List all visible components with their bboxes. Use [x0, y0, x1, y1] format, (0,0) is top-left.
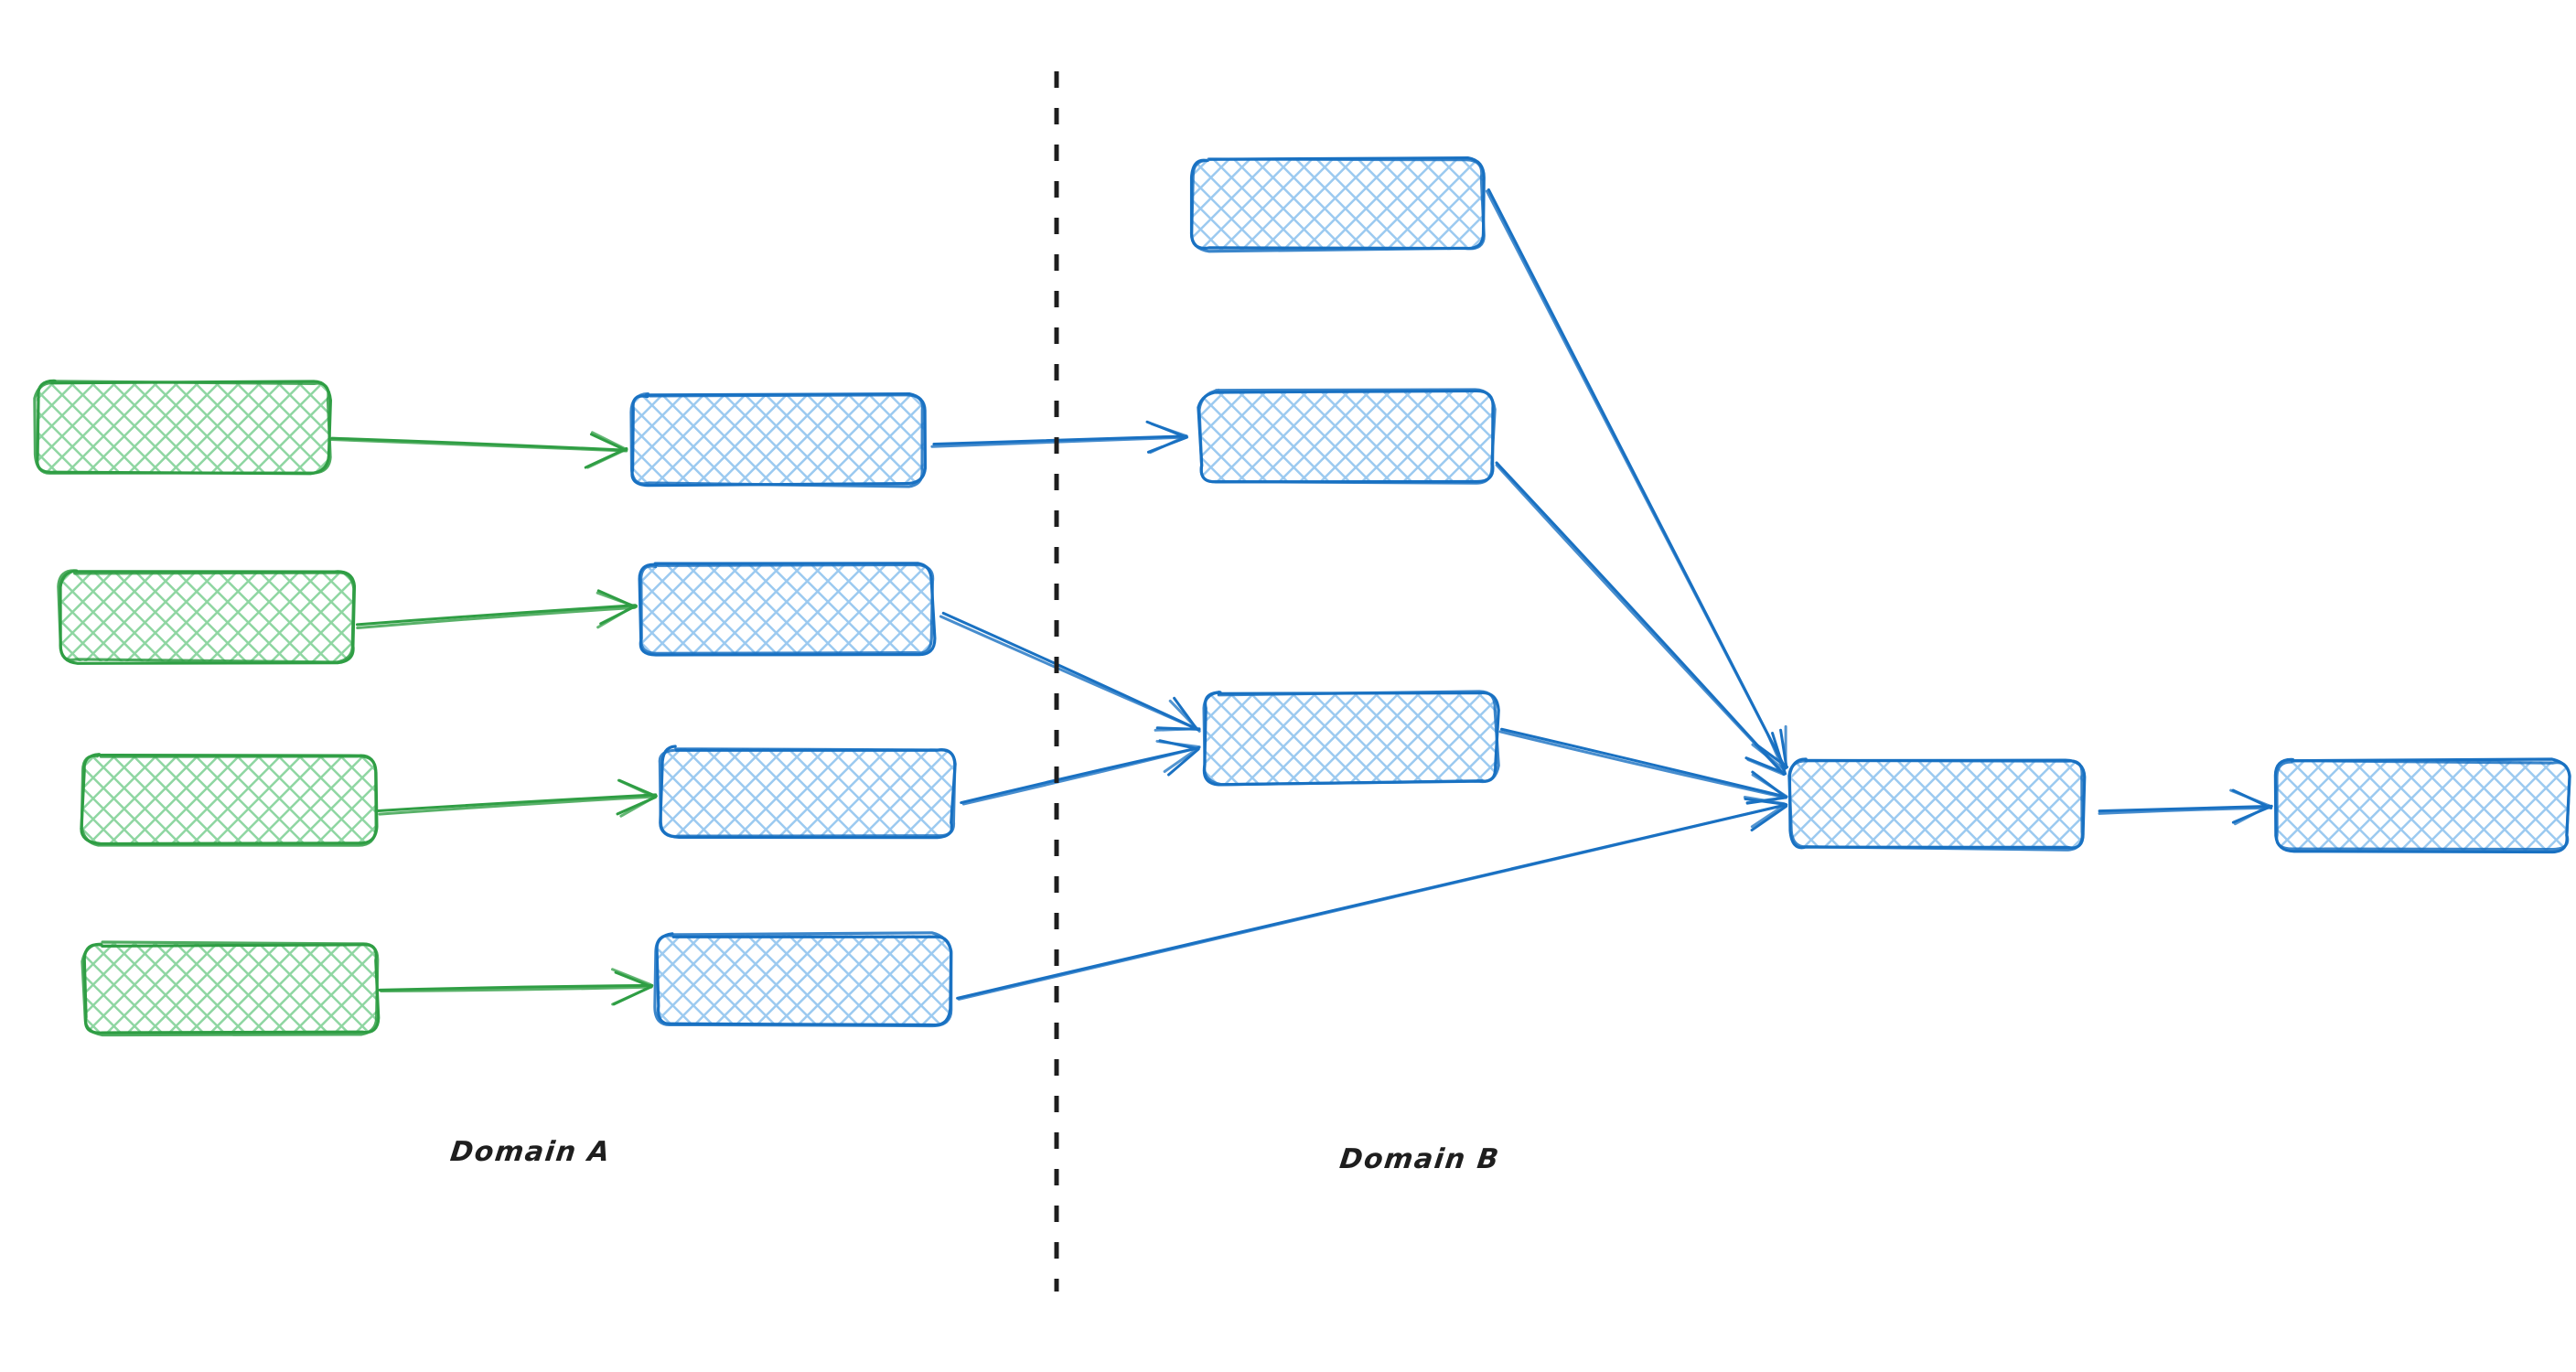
node-b-hub[interactable] — [1787, 757, 2087, 852]
node-outline — [57, 569, 356, 664]
edge-line — [380, 985, 653, 993]
arrow-head — [596, 591, 638, 608]
edge-line — [2098, 804, 2273, 813]
node-outline — [1202, 690, 1500, 787]
arrow-head — [586, 447, 628, 469]
node-a-src-2[interactable] — [57, 569, 357, 665]
node-outline — [1787, 758, 2084, 852]
node-fill — [83, 943, 378, 1034]
node-outline — [2275, 759, 2571, 852]
edge-line — [329, 437, 628, 453]
arrow-head — [596, 605, 636, 629]
node-b-node-2[interactable] — [1197, 388, 1497, 485]
arrow-head — [1751, 773, 1788, 799]
arrow-head — [1167, 747, 1200, 777]
node-fill — [59, 571, 353, 662]
edge-line — [961, 746, 1200, 806]
arrow-head — [611, 985, 653, 1006]
arrow-head — [1750, 805, 1788, 832]
domain-b-label: Domain B — [1337, 1143, 1502, 1175]
edge-e-b1[interactable] — [930, 420, 1189, 455]
edge-line — [939, 615, 1199, 731]
edge-e-c1[interactable] — [1485, 188, 1789, 771]
domain-a-label: Domain A — [448, 1136, 613, 1168]
arrow-head — [617, 778, 655, 799]
edge-e-a1[interactable] — [329, 431, 628, 469]
node-outline — [1190, 157, 1486, 253]
node-fill — [639, 564, 934, 655]
node-a-proc-1[interactable] — [629, 391, 928, 488]
edge-line — [378, 983, 654, 991]
node-a-proc-4[interactable] — [653, 931, 953, 1028]
edge-e-d1[interactable] — [2098, 788, 2273, 826]
node-fill — [630, 394, 924, 486]
node-b-node-3[interactable] — [1202, 690, 1500, 787]
node-outline — [80, 940, 380, 1037]
node-outline — [629, 391, 925, 488]
node-fill — [81, 754, 376, 845]
arrow-head — [1155, 739, 1201, 749]
node-b-node-1[interactable] — [1189, 156, 1486, 253]
edge-line — [930, 435, 1189, 448]
node-outline — [639, 563, 935, 655]
node-fill — [36, 381, 330, 473]
node-a-src-4[interactable] — [80, 940, 381, 1037]
edge-line — [2098, 806, 2271, 815]
arrow-head — [2234, 804, 2270, 826]
edge-line — [1500, 727, 1788, 799]
arrow-head — [610, 968, 652, 987]
arrow-head — [614, 970, 652, 988]
arrow-head — [1150, 422, 1188, 438]
edge-e-b2[interactable] — [939, 611, 1201, 733]
node-fill — [1204, 692, 1497, 784]
edge-line — [1495, 463, 1785, 776]
edge-line — [1485, 189, 1787, 770]
node-outline — [80, 754, 378, 847]
edge-e-b3[interactable] — [960, 739, 1201, 806]
arrow-head — [591, 431, 628, 452]
node-a-proc-3[interactable] — [658, 745, 957, 840]
edge-line — [356, 606, 637, 630]
edge-e-a3[interactable] — [377, 778, 659, 818]
edge-line — [355, 604, 637, 627]
node-fill — [660, 747, 954, 838]
node-a-src-1[interactable] — [33, 379, 332, 476]
arrow-head — [1149, 434, 1186, 455]
node-outline — [1197, 388, 1497, 485]
arrow-head — [1168, 699, 1201, 733]
edges-layer — [329, 188, 2273, 1006]
edge-line — [1498, 730, 1787, 799]
arrow-head — [1750, 803, 1787, 829]
node-fill — [1790, 758, 2085, 850]
node-outline — [653, 931, 953, 1028]
node-outline — [33, 380, 332, 475]
node-b-sink[interactable] — [2273, 757, 2571, 854]
edge-e-c3[interactable] — [1498, 727, 1788, 805]
edge-e-a4[interactable] — [378, 968, 654, 1006]
arrow-head — [1154, 727, 1201, 732]
node-fill — [1191, 159, 1484, 251]
arrow-head — [1746, 757, 1786, 777]
edge-line — [378, 795, 658, 816]
arrow-head — [1743, 795, 1787, 806]
edge-line — [377, 793, 658, 812]
node-a-src-3[interactable] — [80, 753, 379, 847]
node-fill — [1199, 391, 1494, 482]
edge-e-a2[interactable] — [355, 589, 638, 630]
node-a-proc-2[interactable] — [638, 562, 937, 657]
edge-line — [957, 803, 1788, 1001]
arrow-head — [1766, 734, 1787, 775]
node-fill — [657, 934, 950, 1025]
arrow-head — [2229, 788, 2271, 808]
node-fill — [2275, 760, 2570, 851]
nodes-layer — [33, 156, 2571, 1037]
edge-e-c2[interactable] — [1495, 461, 1787, 777]
node-outline — [658, 747, 957, 839]
arrow-head — [1163, 745, 1201, 774]
arrow-head — [619, 794, 659, 818]
edge-e-c4[interactable] — [956, 795, 1788, 1001]
